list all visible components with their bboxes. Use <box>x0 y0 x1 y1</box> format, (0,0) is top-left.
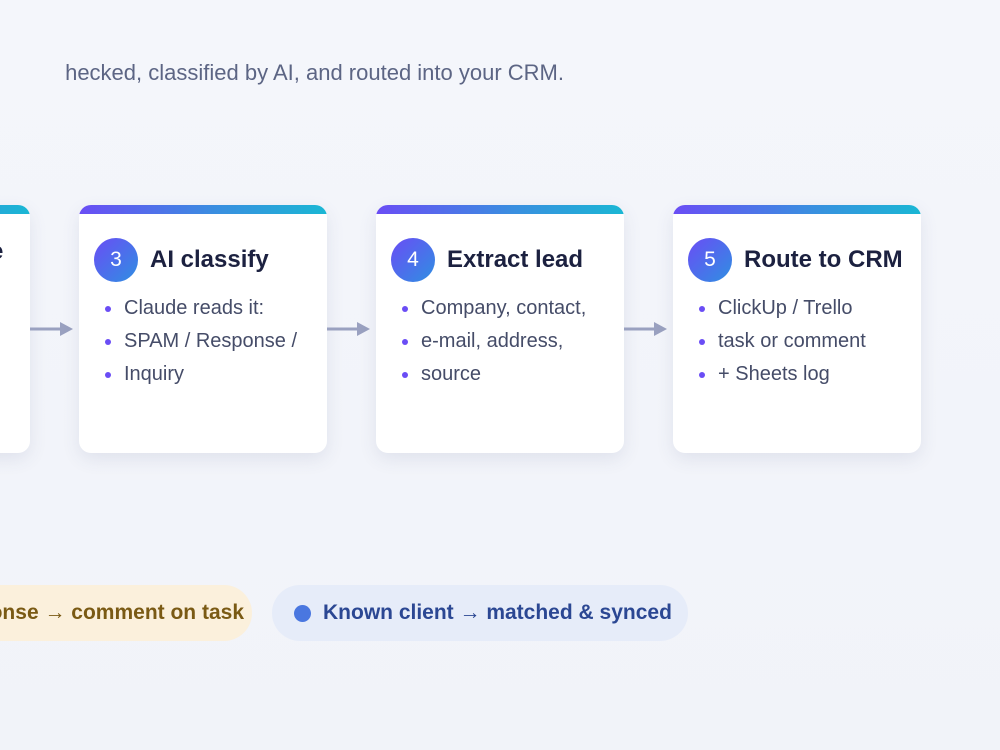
step-title: Extract lead <box>447 246 584 273</box>
card-accent-bar <box>79 205 327 214</box>
step-card-2: e <box>0 205 30 453</box>
bullet-item: Claude reads it: <box>103 293 297 326</box>
bullet-item: Company, contact, <box>400 293 586 326</box>
bullet-item: source <box>400 359 586 392</box>
flow-arrow <box>30 322 73 336</box>
bullet-item: SPAM / Response / <box>103 326 297 359</box>
card-accent-bar <box>673 205 921 214</box>
bullet-item: task or comment <box>697 326 866 359</box>
step-number-badge: 3 <box>94 238 138 282</box>
legend-label: Known client → matched & synced <box>323 601 672 624</box>
step-title: AI classify <box>150 246 269 273</box>
card-header: e <box>0 238 3 266</box>
legend-dot-icon <box>294 604 311 622</box>
bullet-item: + Sheets log <box>697 359 866 392</box>
legend-pill-known-client: Known client → matched & synced <box>272 585 688 641</box>
step-bullet-list: Claude reads it: SPAM / Response / Inqui… <box>103 293 297 392</box>
step-number-badge: 4 <box>391 238 435 282</box>
step-bullet-list: ClickUp / Trello task or comment + Sheet… <box>697 293 866 392</box>
card-header: 4 Extract lead <box>391 238 583 282</box>
card-header: 5 Route to CRM <box>688 238 903 282</box>
step-number-badge: 5 <box>688 238 732 282</box>
bullet-item: Inquiry <box>103 359 297 392</box>
step-title: Route to CRM <box>744 246 903 273</box>
step-card-3: 3 AI classify Claude reads it: SPAM / Re… <box>79 205 327 453</box>
card-accent-bar <box>0 205 30 214</box>
bullet-item: ClickUp / Trello <box>697 293 866 326</box>
step-bullet-list: Company, contact, e-mail, address, sourc… <box>400 293 586 392</box>
card-accent-bar <box>376 205 624 214</box>
step-card-4: 4 Extract lead Company, contact, e-mail,… <box>376 205 624 453</box>
step-card-5: 5 Route to CRM ClickUp / Trello task or … <box>673 205 921 453</box>
bullet-item: e-mail, address, <box>400 326 586 359</box>
card-header: 3 AI classify <box>94 238 269 282</box>
page-subtitle: hecked, classified by AI, and routed int… <box>65 60 564 85</box>
step-title: e <box>0 238 3 266</box>
flow-arrow <box>624 322 667 336</box>
legend-pill-response: onse → comment on task <box>0 585 252 641</box>
flow-arrow <box>327 322 370 336</box>
legend-label: onse → comment on task <box>0 601 244 624</box>
